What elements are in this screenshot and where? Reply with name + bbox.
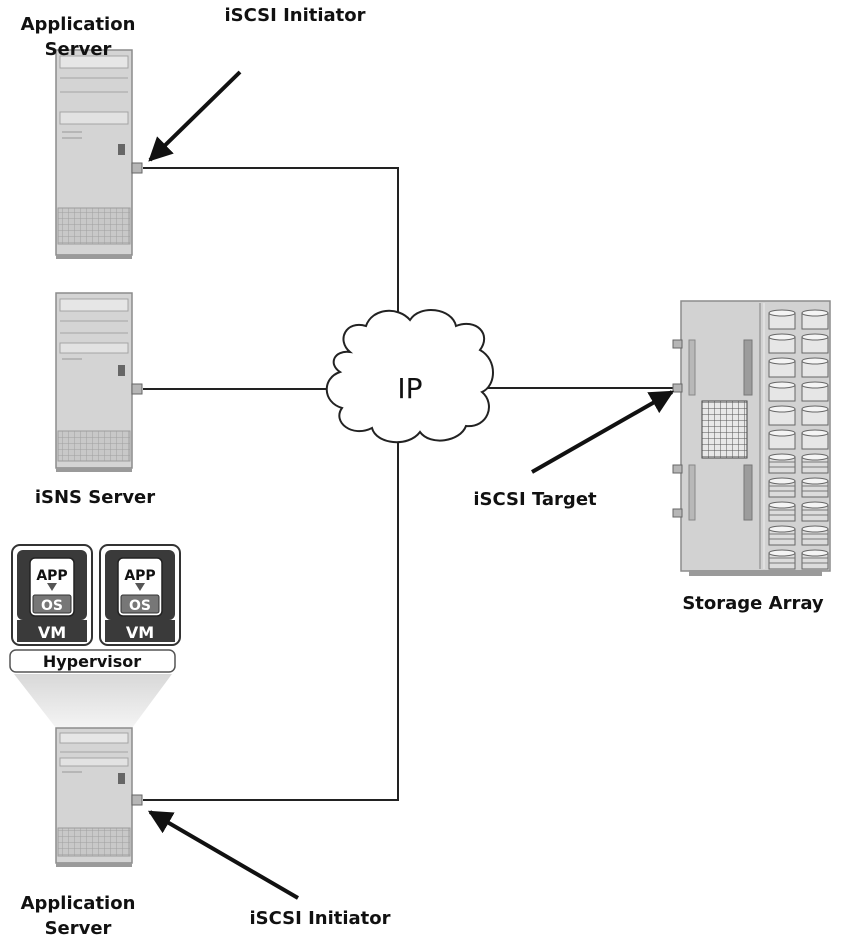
- annotation-arrows: [147, 70, 675, 900]
- initiator-bottom-label: iSCSI Initiator: [249, 908, 391, 929]
- disk-drives: [768, 309, 829, 570]
- vm-2-vm-label: VM: [126, 623, 154, 642]
- application-server-bottom: [55, 727, 143, 867]
- disk-drive-top: [801, 525, 829, 533]
- ip-network-cloud: [325, 308, 494, 444]
- disk-drive-top: [801, 453, 829, 461]
- disk-drive-top: [768, 405, 796, 413]
- initiator-top-label: iSCSI Initiator: [224, 5, 366, 26]
- disk-drive-top: [768, 333, 796, 341]
- link-bottom-server: [143, 438, 399, 801]
- disk-drive-top: [768, 549, 796, 557]
- disk-drive-top: [801, 549, 829, 557]
- arrow-target: [531, 390, 675, 474]
- disk-drive-top: [801, 477, 829, 485]
- network-links: [143, 167, 679, 801]
- disk-drive-top: [801, 429, 829, 437]
- server-port: [131, 383, 143, 395]
- arrow-initiator-top: [148, 70, 242, 162]
- disk-drive-top: [801, 333, 829, 341]
- storage-array-label: Storage Array: [682, 593, 824, 614]
- virtual-machine-1: [11, 544, 93, 646]
- hypervisor-label: Hypervisor: [43, 652, 141, 671]
- virtual-machine-2: [99, 544, 181, 646]
- isns-server-label: iSNS Server: [34, 487, 156, 508]
- disk-drive-top: [801, 357, 829, 365]
- isns-server: [55, 292, 143, 472]
- app-server-bottom-label: Application Server: [20, 893, 136, 939]
- target-label: iSCSI Target: [473, 489, 597, 510]
- vm-2-os-label: OS: [129, 598, 151, 614]
- disk-drive-top: [768, 381, 796, 389]
- vm-2-app-label: APP: [124, 568, 155, 584]
- application-server-top: [55, 49, 143, 259]
- server-port: [131, 794, 143, 806]
- link-top-server: [143, 167, 399, 340]
- vm-1-app-label: APP: [36, 568, 67, 584]
- hypervisor-box: [9, 649, 176, 673]
- disk-drive-top: [768, 309, 796, 317]
- hypervisor-beam: [14, 674, 172, 728]
- disk-drive-top: [768, 429, 796, 437]
- storage-array: [672, 300, 831, 576]
- ip-label: IP: [397, 372, 422, 405]
- disk-drive-top: [768, 501, 796, 509]
- disk-drive-top: [801, 309, 829, 317]
- vm-1-os-label: OS: [41, 598, 63, 614]
- disk-drive-top: [768, 477, 796, 485]
- disk-drive-top: [768, 453, 796, 461]
- server-port: [131, 162, 143, 174]
- app-server-top-label: Application Server: [20, 14, 136, 60]
- arrow-initiator-bottom: [147, 810, 300, 900]
- disk-drive-top: [801, 405, 829, 413]
- disk-drive-top: [768, 357, 796, 365]
- disk-drive-top: [768, 525, 796, 533]
- vm-1-vm-label: VM: [38, 623, 66, 642]
- disk-drive-top: [801, 501, 829, 509]
- disk-drive-top: [801, 381, 829, 389]
